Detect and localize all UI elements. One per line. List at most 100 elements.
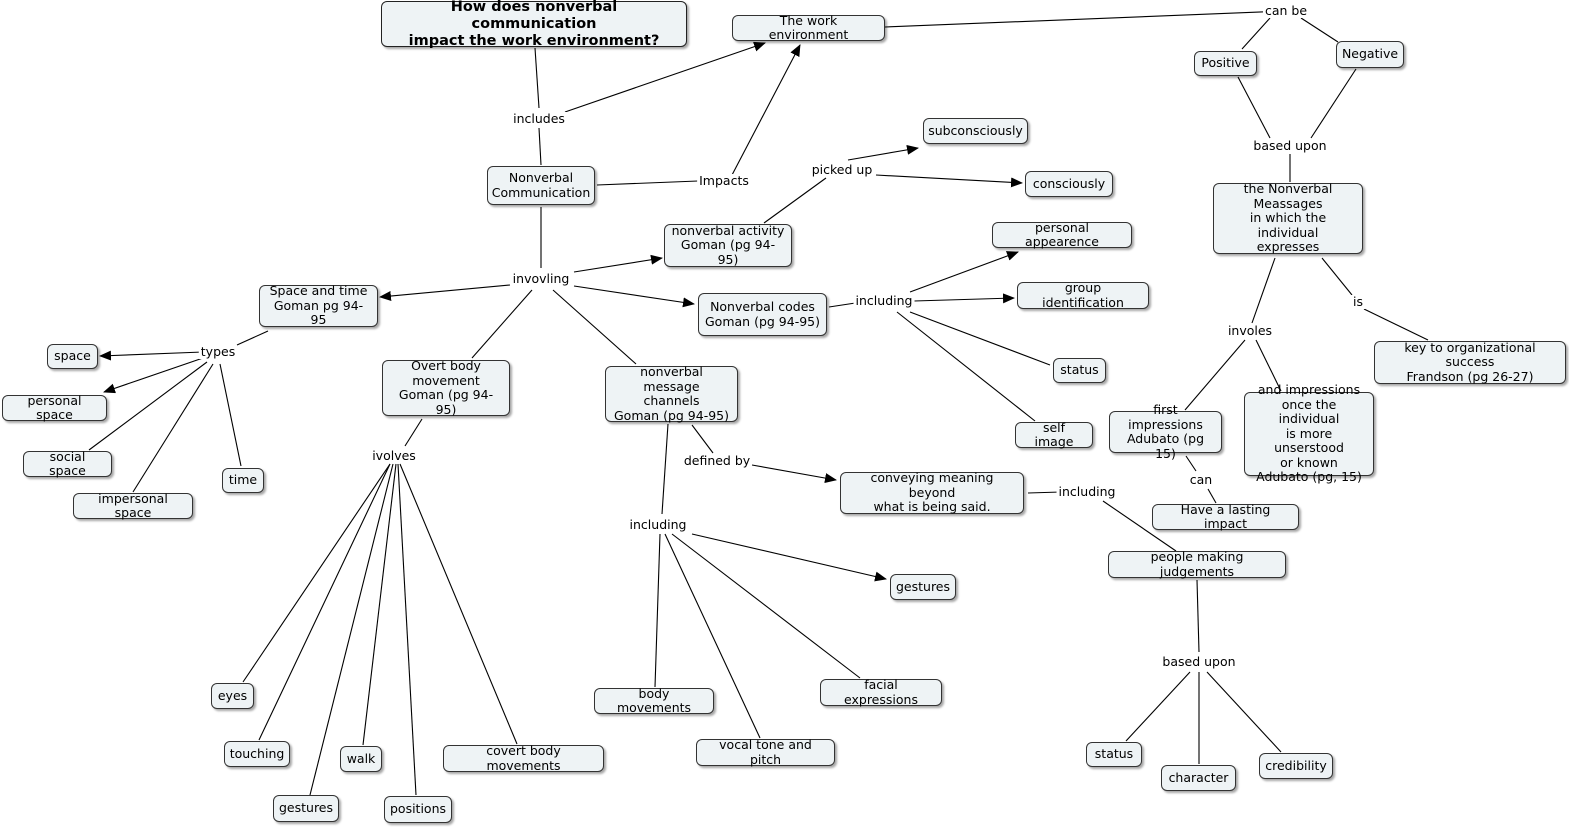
people-judgements-node[interactable]: people making judgements — [1108, 549, 1286, 578]
based-upon-bottom-phrase: based upon — [1160, 654, 1238, 669]
line-connector — [671, 533, 861, 679]
line-connector — [132, 363, 214, 493]
eyes-node[interactable]: eyes — [211, 683, 254, 709]
consciously-node[interactable]: consciously — [1025, 171, 1113, 197]
arrow-connector — [573, 285, 695, 308]
credibility-node[interactable]: credibility — [1259, 753, 1333, 779]
line-connector — [534, 47, 540, 109]
nonverbal-message-channels-node[interactable]: nonverbal message channels Goman (pg 94-… — [605, 364, 738, 422]
including-meaning-phrase: including — [1056, 484, 1118, 499]
arrow-connector — [731, 44, 801, 176]
line-connector — [896, 311, 1036, 422]
types-phrase: types — [198, 344, 238, 359]
focus-question-node[interactable]: How does nonverbal communication impact … — [381, 0, 687, 49]
line-connector — [1196, 579, 1200, 653]
including-channels-phrase: including — [627, 517, 689, 532]
line-connector — [909, 311, 1051, 366]
line-connector — [661, 423, 669, 515]
line-connector — [1300, 17, 1339, 43]
space-and-time-node[interactable]: Space and time Goman pg 94-95 — [259, 284, 378, 327]
arrow-connector — [103, 357, 204, 394]
self-image-node[interactable]: self image — [1015, 420, 1093, 449]
first-impressions-node[interactable]: first impressions Adubato (pg 15) — [1109, 402, 1222, 460]
line-connector — [1321, 257, 1353, 296]
line-connector — [538, 127, 542, 166]
facial-expressions-node[interactable]: facial expressions — [820, 677, 942, 706]
arrow-connector — [564, 41, 766, 113]
time-node[interactable]: time — [222, 468, 264, 493]
line-connector — [691, 424, 714, 454]
social-space-node[interactable]: social space — [23, 449, 112, 478]
line-connector — [236, 330, 269, 346]
vocal-tone-node[interactable]: vocal tone and pitch — [696, 737, 835, 766]
line-connector — [404, 418, 423, 447]
line-connector — [399, 463, 518, 745]
positions-node[interactable]: positions — [384, 796, 452, 823]
arrow-connector — [913, 293, 1015, 304]
can-phrase: can — [1187, 472, 1215, 487]
based-upon-top-phrase: based upon — [1251, 138, 1329, 153]
personal-appearence-node[interactable]: personal appearence — [992, 220, 1132, 249]
nonverbal-communication-node[interactable]: Nonverbal Communication — [487, 166, 595, 205]
line-connector — [1310, 68, 1357, 139]
line-connector — [258, 463, 391, 741]
impersonal-space-node[interactable]: impersonal space — [73, 491, 193, 520]
line-connector — [1251, 257, 1276, 324]
involving-phrase: invovling — [510, 271, 572, 286]
line-connector — [1363, 308, 1429, 341]
covert-body-movements-node[interactable]: covert body movements — [443, 743, 604, 772]
arrow-connector — [99, 350, 204, 361]
picked-up-phrase: picked up — [809, 162, 875, 177]
subconsciously-node[interactable]: subconsciously — [923, 118, 1028, 144]
involes-phrase: involes — [1225, 323, 1275, 338]
gestures-channels-node[interactable]: gestures — [890, 574, 956, 600]
status-judge-node[interactable]: status — [1086, 742, 1142, 767]
line-connector — [1206, 671, 1282, 753]
line-connector — [1241, 17, 1271, 50]
walk-node[interactable]: walk — [340, 746, 382, 772]
includes-phrase: includes — [511, 111, 567, 126]
line-connector — [596, 180, 699, 186]
gestures-overt-node[interactable]: gestures — [273, 795, 339, 822]
touching-node[interactable]: touching — [224, 741, 290, 767]
line-connector — [884, 10, 1287, 28]
nonverbal-codes-node[interactable]: Nonverbal codes Goman (pg 94-95) — [698, 293, 827, 336]
line-connector — [1184, 339, 1246, 411]
space-node[interactable]: space — [47, 344, 98, 369]
character-node[interactable]: character — [1161, 765, 1236, 791]
arrow-connector — [909, 251, 1019, 293]
line-connector — [471, 289, 533, 359]
negative-node[interactable]: Negative — [1336, 41, 1404, 68]
group-identification-node[interactable]: group identification — [1017, 280, 1149, 309]
work-environment-node[interactable]: The work environment — [732, 13, 885, 42]
positive-node[interactable]: Positive — [1194, 51, 1257, 76]
impacts-phrase: Impacts — [697, 173, 751, 188]
line-connector — [362, 463, 397, 746]
arrow-connector — [691, 533, 887, 582]
line-connector — [1237, 76, 1271, 139]
key-to-success-node[interactable]: key to organizational success Frandson (… — [1374, 340, 1566, 384]
is-phrase: is — [1351, 294, 1365, 309]
arrow-connector — [875, 174, 1023, 188]
line-connector — [397, 463, 417, 796]
nonverbal-messages-node[interactable]: the Nonverbal Meassages in which the ind… — [1213, 182, 1363, 254]
and-impressions-node[interactable]: and impressions once the individual is m… — [1244, 383, 1374, 484]
status-codes-node[interactable]: status — [1053, 358, 1106, 383]
line-connector — [1207, 488, 1217, 504]
lasting-impact-node[interactable]: Have a lasting impact — [1152, 502, 1299, 531]
ivolves-phrase: ivolves — [370, 448, 418, 463]
arrow-connector — [573, 254, 663, 273]
body-movements-node[interactable]: body movements — [594, 686, 714, 715]
line-connector — [552, 289, 637, 365]
nonverbal-activity-node[interactable]: nonverbal activity Goman (pg 94-95) — [664, 223, 792, 267]
line-connector — [1125, 671, 1191, 742]
conveying-meaning-node[interactable]: conveying meaning beyond what is being s… — [840, 471, 1024, 514]
arrow-connector — [847, 144, 919, 161]
line-connector — [242, 463, 391, 683]
including-codes-phrase: including — [853, 293, 915, 308]
can-be-phrase: can be — [1262, 3, 1310, 18]
personal-space-node[interactable]: personal space — [2, 393, 107, 422]
overt-body-movement-node[interactable]: Overt body movement Goman (pg 94-95) — [382, 358, 510, 416]
defined-by-phrase: defined by — [681, 453, 753, 468]
